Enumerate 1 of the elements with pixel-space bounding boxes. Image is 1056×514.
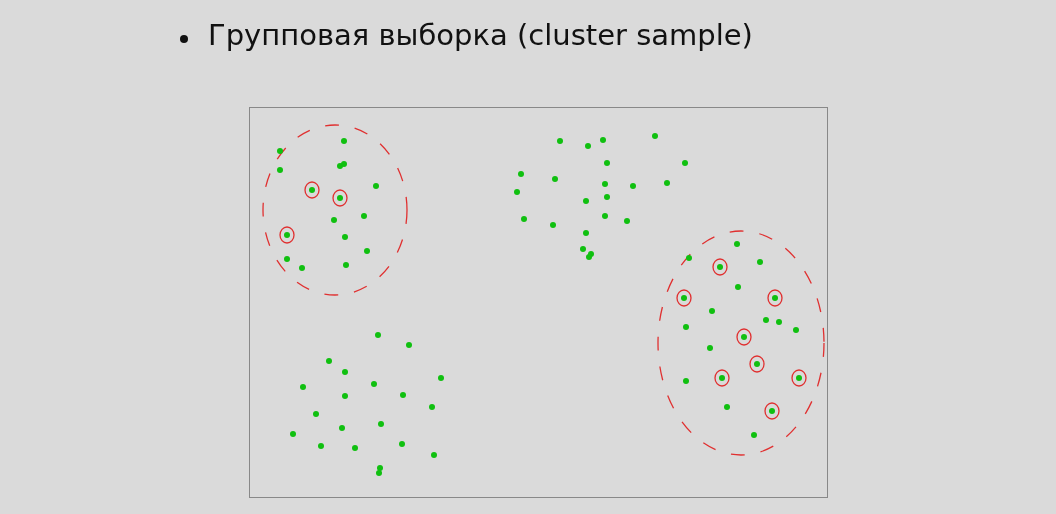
slide-title: Групповая выборка (cluster sample) [208, 18, 753, 52]
